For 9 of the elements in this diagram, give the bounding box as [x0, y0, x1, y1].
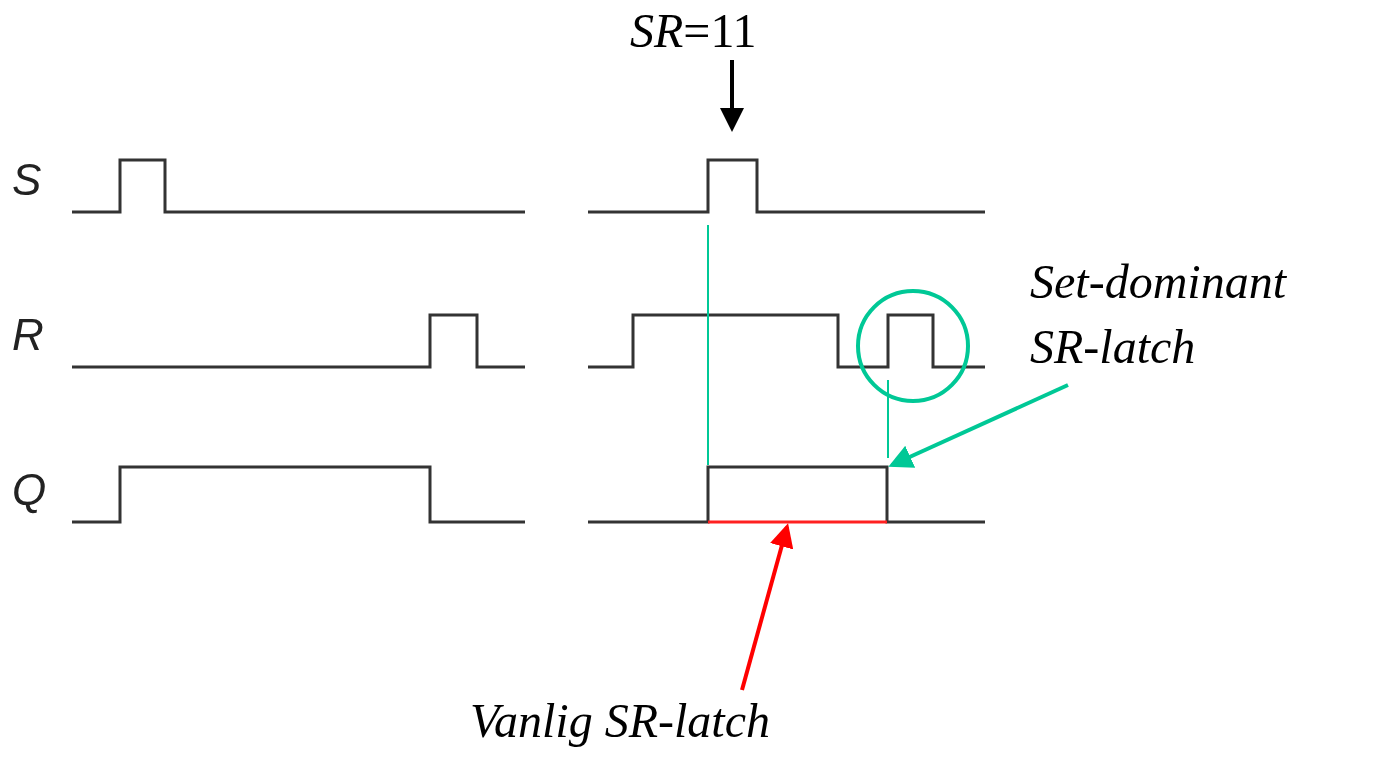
annotation-text: SR=11	[630, 2, 758, 59]
signal-name: R	[12, 313, 44, 357]
annotation-text: Vanlig SR-latch	[470, 692, 771, 749]
arrow	[888, 383, 1069, 468]
signal-name: Q	[12, 468, 47, 512]
annotation-text: Set-dominant SR-latch	[1030, 254, 1288, 375]
signal-name: S	[12, 158, 42, 202]
arrow	[740, 523, 794, 691]
arrow	[720, 60, 744, 132]
